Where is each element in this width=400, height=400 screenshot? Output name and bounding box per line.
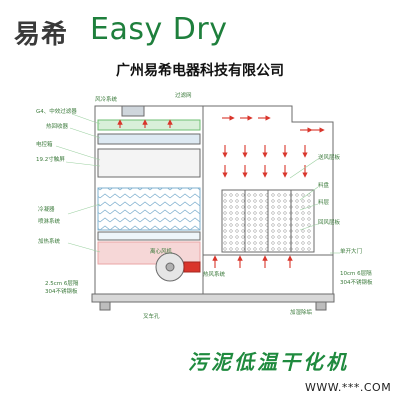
airflow-arrows — [117, 115, 325, 268]
label-material-layer: 料层 — [318, 198, 330, 206]
label-fan: 风冷系统 — [95, 95, 118, 103]
label-door: 单开大门 — [340, 247, 362, 255]
spray-system — [97, 231, 201, 241]
label-g4-filter: G4、中效过滤器 — [36, 107, 77, 115]
label-forklift-hole: 叉车孔 — [143, 312, 160, 320]
base-foot-left — [99, 301, 111, 311]
condenser-coil — [97, 187, 201, 231]
label-tray: 料盘 — [318, 181, 330, 189]
label-touchscreen: 19.2寸触屏 — [36, 155, 65, 163]
label-centrifugal-fan: 离心风机 — [150, 247, 173, 255]
label-condenser: 冷凝器 — [38, 205, 55, 213]
label-descaling: 加湿除垢 — [290, 308, 313, 316]
label-electric-box: 电控箱 — [36, 140, 53, 148]
leader-lines — [55, 113, 340, 254]
label-panel-right: 10cm 6层隔 — [340, 269, 372, 277]
label-hot-air: 热风系统 — [203, 270, 226, 278]
label-spray: 喷淋系统 — [38, 217, 61, 225]
label-airflow-plate: 送风层板 — [318, 153, 341, 161]
centrifugal-fan — [155, 252, 201, 282]
base-foot-right — [315, 301, 327, 311]
fan-outlet — [183, 261, 201, 273]
label-heat-recovery: 热回收器 — [46, 122, 69, 130]
product-name: 污泥低温干化机 — [188, 350, 349, 374]
brand-logo-english: Easy Dry — [90, 12, 228, 47]
base-frame — [91, 293, 335, 303]
drying-chamber — [91, 105, 335, 311]
label-heater: 加热系统 — [38, 237, 61, 245]
label-steel-left: 304不锈钢板 — [45, 287, 78, 295]
fan-hub — [165, 262, 175, 272]
label-return-plate: 回风层板 — [318, 218, 341, 226]
brand-logo-chinese: 易希 — [14, 20, 69, 50]
label-filter: 过滤网 — [175, 91, 192, 99]
fan-housing — [121, 105, 145, 117]
electric-box — [97, 148, 201, 178]
company-name: 广州易希电器科技有限公司 — [116, 63, 284, 79]
website-url: WWW.***.COM — [305, 381, 392, 394]
left-unit — [94, 105, 204, 295]
heat-recovery-coil — [97, 133, 201, 145]
label-panel-left: 2.5cm 6层隔 — [45, 279, 79, 287]
label-steel-right: 304不锈钢板 — [340, 278, 373, 286]
heater-coil — [97, 241, 201, 265]
filter-panel — [97, 119, 201, 131]
